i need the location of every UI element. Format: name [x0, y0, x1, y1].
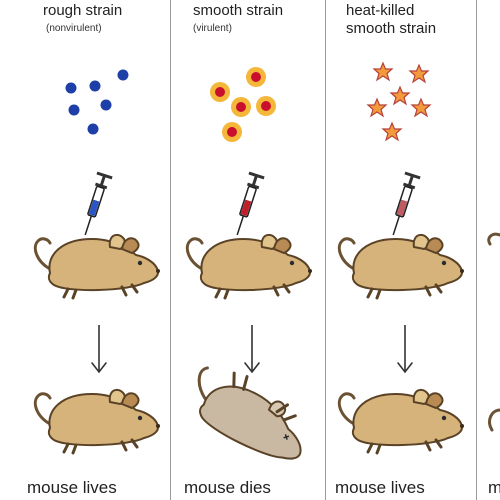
syringe-icon: [228, 170, 266, 239]
panel-1-title: rough strain: [43, 2, 123, 19]
mouse-icon: [185, 233, 314, 300]
bacteria-icon: [366, 61, 432, 142]
panel-2-subtitle: (virulent): [193, 23, 232, 34]
panel-divider: [325, 0, 326, 500]
down-arrow-icon: [244, 324, 260, 373]
mouse-icon: [33, 233, 162, 300]
mouse-icon: [33, 388, 162, 455]
panel-3-title-line-2: smooth strain: [346, 20, 437, 37]
down-arrow-icon: [397, 324, 413, 373]
dead-mouse-icon: [197, 366, 302, 460]
partial-mouse-tail: [488, 408, 500, 432]
panel-3-result: mouse lives: [335, 478, 425, 497]
partial-mouse-tail: [487, 232, 500, 246]
mouse-icon: [337, 233, 466, 300]
syringe-icon: [384, 170, 422, 239]
bacteria-icon: [210, 67, 276, 142]
mouse-icon: [337, 388, 466, 455]
panel-1-subtitle: (nonvirulent): [46, 23, 102, 34]
panel-divider: [476, 0, 477, 500]
down-arrow-icon: [91, 324, 107, 373]
panel-divider: [170, 0, 171, 500]
panel-2-result: mouse dies: [184, 478, 271, 497]
syringe-icon: [76, 170, 114, 239]
panel-2-title: smooth strain: [193, 2, 284, 19]
panel-1-result: mouse lives: [27, 478, 117, 497]
bacteria-icon: [65, 69, 129, 135]
panel-4-result-partial: m: [488, 478, 500, 497]
panel-3-title-line-1: heat-killed: [346, 2, 415, 19]
